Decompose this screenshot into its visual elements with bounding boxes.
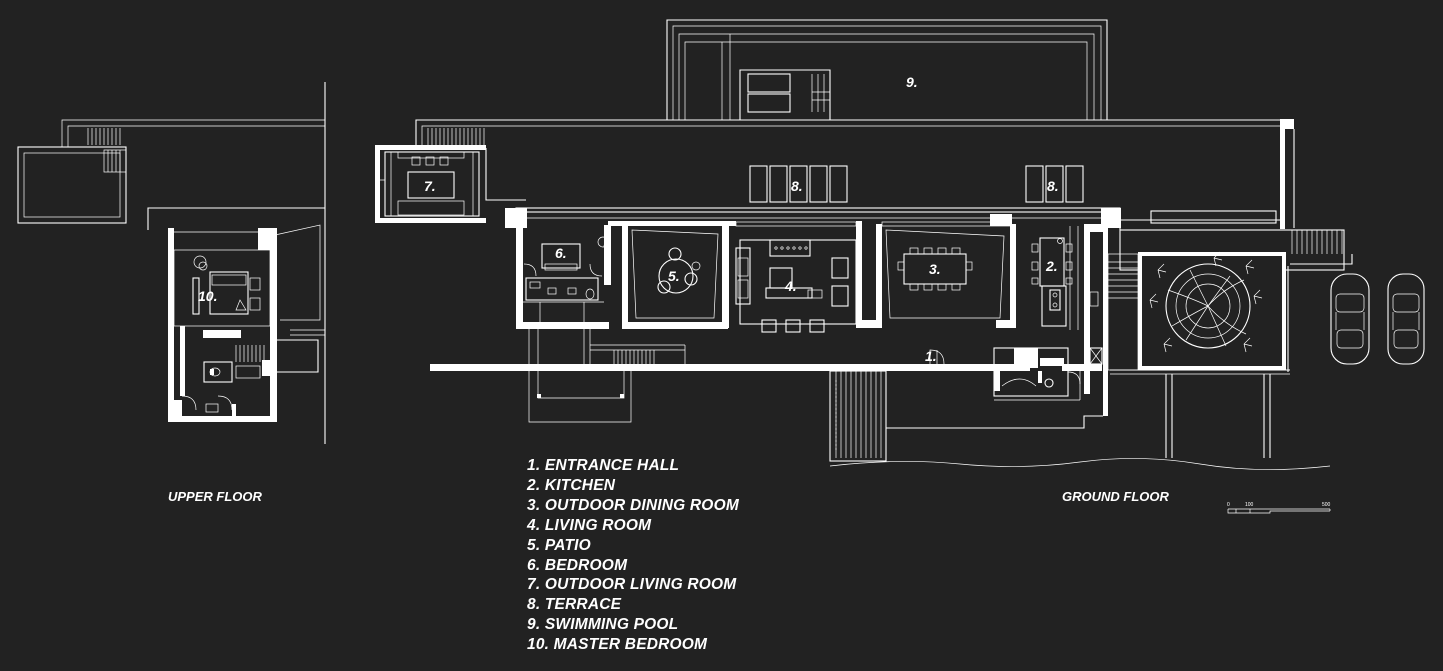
terrace-stair-hatch — [427, 128, 485, 148]
scale-label-0: 0 — [1227, 502, 1230, 508]
upper-stair-hatch — [87, 128, 127, 173]
outdoor-living-room — [375, 145, 486, 223]
car-left-icon — [1330, 273, 1370, 365]
room-number-bedroom: 6. — [555, 245, 567, 261]
room-number-master-bedroom: 10. — [198, 288, 217, 304]
room-number-outdoor-dining-room: 3. — [929, 261, 941, 277]
room-number-entrance-hall: 1. — [925, 348, 937, 364]
room-legend: 1. ENTRANCE HALL 2. KITCHEN 3. OUTDOOR D… — [527, 456, 739, 655]
kitchen-furniture — [1031, 226, 1099, 330]
terrace-loungers — [749, 165, 1084, 203]
legend-item: 6. BEDROOM — [527, 556, 628, 574]
outdoor-dining-furniture — [885, 229, 1005, 319]
swimming-pool — [666, 19, 1108, 120]
legend-item: 1. ENTRANCE HALL — [527, 457, 680, 474]
ground-floor-caption: GROUND FLOOR — [1062, 489, 1169, 504]
entrance-steps — [613, 350, 655, 364]
legend-item: 3. OUTDOOR DINING ROOM — [527, 496, 739, 514]
room-number-terrace-left: 8. — [791, 178, 803, 194]
ramp-hatch — [829, 370, 887, 462]
room-number-kitchen: 2. — [1045, 258, 1058, 274]
scale-bar: 0 100 500 — [1227, 502, 1331, 514]
legend-item: 9. SWIMMING POOL — [527, 616, 679, 634]
room-number-swimming-pool: 9. — [906, 74, 918, 90]
upper-floor-plan: 10. — [17, 82, 326, 444]
room-number-outdoor-living-room: 7. — [424, 178, 436, 194]
legend-item: 4. LIVING ROOM — [527, 516, 652, 534]
scale-label-100: 100 — [1245, 502, 1254, 508]
garden-tree — [1149, 251, 1263, 353]
guest-bath — [993, 347, 1103, 401]
legend-item: 7. OUTDOOR LIVING ROOM — [527, 576, 737, 594]
legend-item: 5. PATIO — [527, 536, 591, 554]
legend-item: 2. KITCHEN — [527, 476, 616, 494]
scale-label-500: 500 — [1322, 502, 1331, 508]
room-number-living-room: 4. — [784, 278, 797, 294]
bedroom-furniture — [523, 236, 611, 322]
upper-floor-caption: UPPER FLOOR — [168, 489, 263, 504]
patio-planter — [631, 229, 719, 319]
ground-floor-plan: 9. — [375, 19, 1425, 470]
room-number-patio: 5. — [668, 268, 680, 284]
car-right-icon — [1387, 273, 1425, 365]
living-room-furniture — [735, 239, 857, 333]
room-number-terrace-right: 8. — [1047, 178, 1059, 194]
legend-item: 10. MASTER BEDROOM — [527, 636, 708, 654]
legend-item: 8. TERRACE — [527, 596, 622, 614]
master-bath — [181, 345, 265, 413]
master-bed-furniture — [192, 255, 261, 315]
